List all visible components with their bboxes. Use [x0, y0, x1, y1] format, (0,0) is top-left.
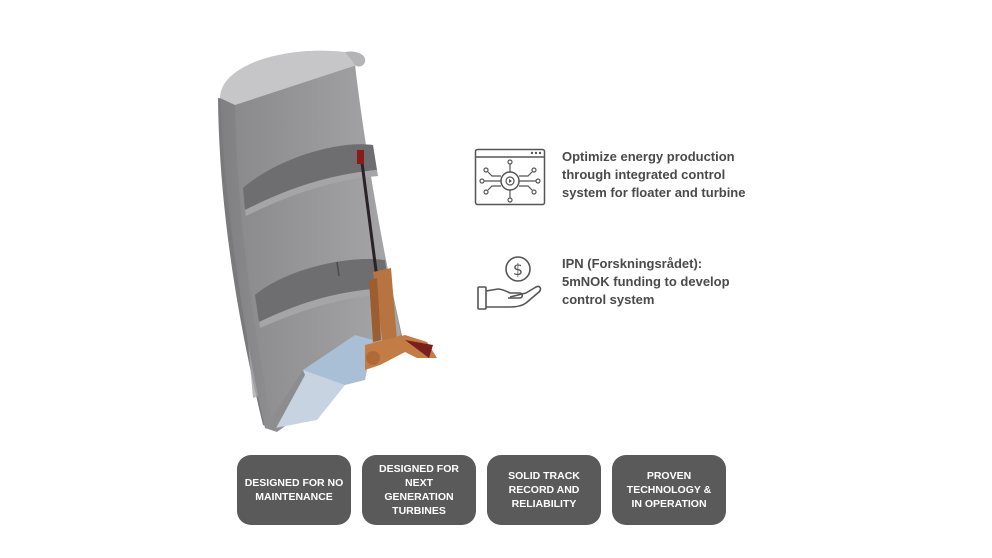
deck-lower	[255, 259, 389, 322]
svg-text:$: $	[513, 260, 523, 279]
funding-hand-dollar-icon: $	[477, 256, 542, 310]
actuator-mechanism	[365, 268, 437, 370]
feature-badges: DESIGNED FOR NO MAINTENANCE DESIGNED FOR…	[237, 455, 726, 525]
feature-control-system-text: Optimize energy production through integ…	[562, 149, 746, 200]
column-top-surface	[220, 50, 361, 105]
deck-upper	[243, 144, 377, 210]
badge-next-generation-turbines: DESIGNED FOR NEXT GENERATION TURBINES	[362, 455, 476, 525]
floater-cutaway-illustration	[218, 50, 437, 432]
badge-no-maintenance: DESIGNED FOR NO MAINTENANCE	[237, 455, 351, 525]
badge-proven-technology: PROVEN TECHNOLOGY & IN OPERATION	[612, 455, 726, 525]
control-system-browser-icon	[474, 148, 546, 206]
badge-track-record: SOLID TRACK RECORD AND RELIABILITY	[487, 455, 601, 525]
feature-funding: $ IPN (Forskningsrådet): 5mNOK funding t…	[474, 255, 730, 315]
feature-control-system: Optimize energy production through integ…	[474, 148, 745, 208]
feature-funding-text: IPN (Forskningsrådet): 5mNOK funding to …	[562, 256, 730, 307]
